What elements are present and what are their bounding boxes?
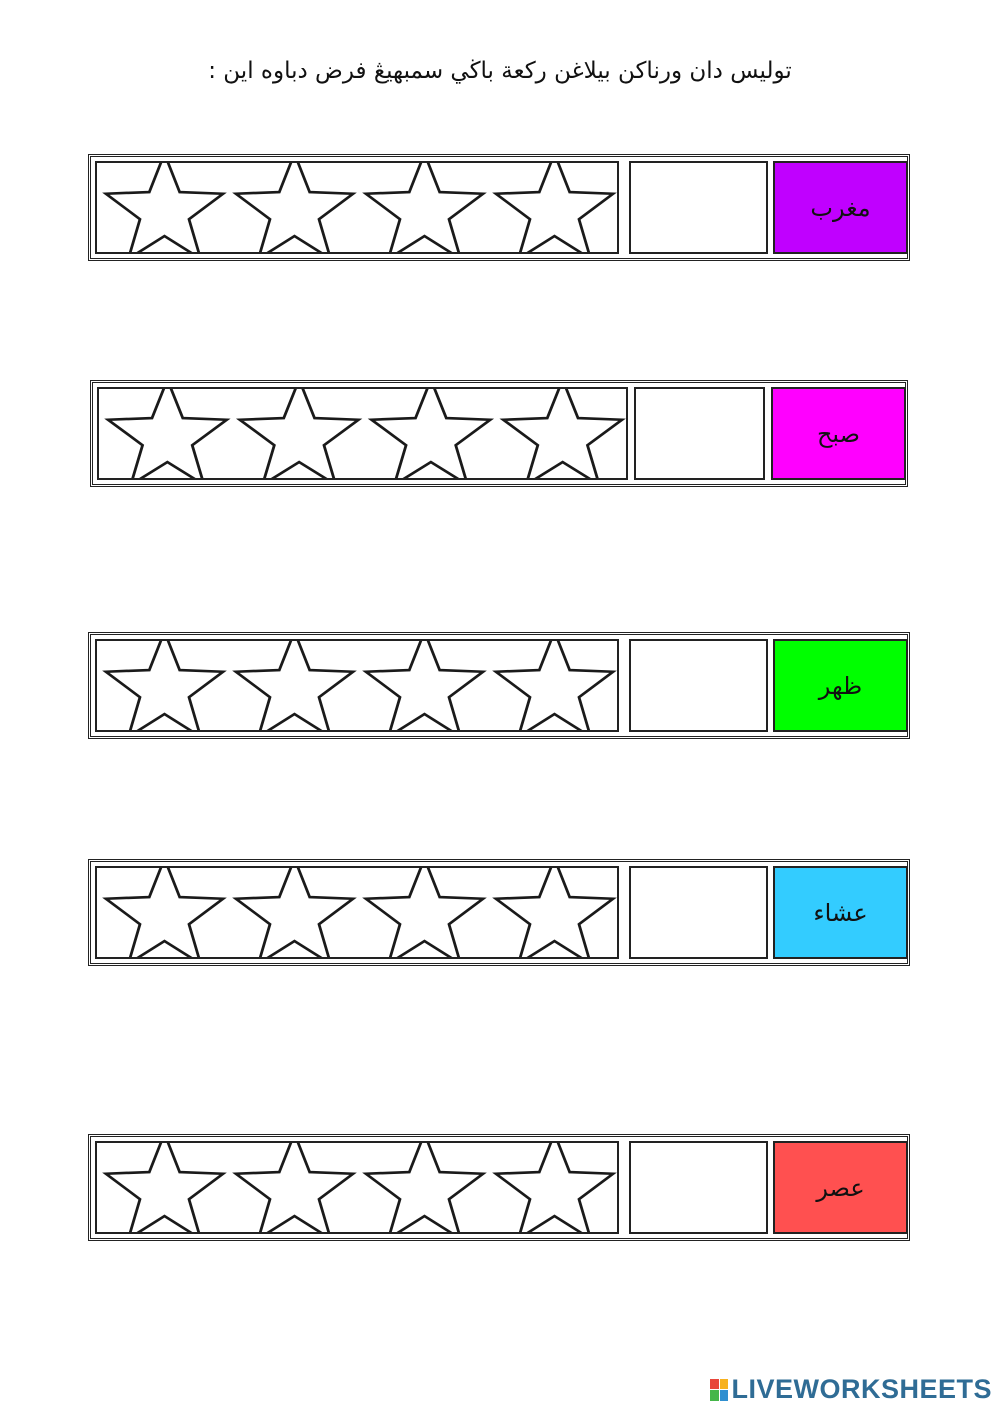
star-icon bbox=[492, 1143, 617, 1232]
stars-svg bbox=[102, 641, 617, 730]
answer-input[interactable] bbox=[631, 1143, 766, 1232]
star-cell bbox=[97, 387, 628, 480]
answer-box[interactable] bbox=[629, 866, 768, 959]
answer-box[interactable] bbox=[629, 639, 768, 732]
star-icon bbox=[232, 163, 357, 252]
prayer-name: عشاء bbox=[813, 898, 868, 927]
star-icon bbox=[235, 389, 363, 478]
instruction-text: توليس دان ورناكن بيلاغن ركعة باڬي سمبهيڠ… bbox=[208, 58, 792, 84]
star-cell bbox=[95, 161, 619, 254]
star-cell bbox=[95, 866, 619, 959]
prayer-row-asar: عصر bbox=[88, 1134, 910, 1241]
star-icon bbox=[362, 1143, 487, 1232]
prayer-row-maghrib: مغرب bbox=[88, 154, 910, 261]
stars-svg bbox=[102, 163, 617, 252]
star-icon bbox=[499, 389, 626, 478]
prayer-name: مغرب bbox=[810, 193, 871, 222]
logo-text: LIVEWORKSHEETS bbox=[731, 1374, 992, 1404]
star-icon bbox=[102, 1143, 227, 1232]
answer-input[interactable] bbox=[631, 868, 766, 957]
stars-svg bbox=[102, 868, 617, 957]
star-icon bbox=[362, 641, 487, 730]
star-icon bbox=[232, 1143, 357, 1232]
prayer-label-cell: عشاء bbox=[773, 866, 908, 959]
prayer-label-cell: ظهر bbox=[773, 639, 908, 732]
prayer-row-zohor: ظهر bbox=[88, 632, 910, 739]
star-icon bbox=[362, 163, 487, 252]
prayer-row-subuh: صبح bbox=[90, 380, 908, 487]
star-icon bbox=[102, 641, 227, 730]
prayer-name: عصر bbox=[816, 1173, 865, 1202]
star-icon bbox=[104, 389, 231, 478]
stars-svg bbox=[104, 389, 626, 478]
star-icon bbox=[367, 389, 495, 478]
stars-svg bbox=[102, 1143, 617, 1232]
prayer-name: ظهر bbox=[818, 671, 863, 700]
prayer-row-isyak: عشاء bbox=[88, 859, 910, 966]
answer-box[interactable] bbox=[629, 161, 768, 254]
logo-mark-icon bbox=[710, 1378, 729, 1401]
star-icon bbox=[102, 868, 227, 957]
prayer-name: صبح bbox=[816, 419, 861, 448]
answer-input[interactable] bbox=[631, 163, 766, 252]
star-icon bbox=[492, 641, 617, 730]
answer-input[interactable] bbox=[636, 389, 763, 478]
star-icon bbox=[362, 868, 487, 957]
answer-input[interactable] bbox=[631, 641, 766, 730]
prayer-label-cell: صبح bbox=[771, 387, 906, 480]
prayer-label-cell: عصر bbox=[773, 1141, 908, 1234]
star-icon bbox=[102, 163, 227, 252]
star-cell bbox=[95, 1141, 619, 1234]
star-cell bbox=[95, 639, 619, 732]
star-icon bbox=[232, 868, 357, 957]
answer-box[interactable] bbox=[629, 1141, 768, 1234]
answer-box[interactable] bbox=[634, 387, 765, 480]
star-icon bbox=[492, 163, 617, 252]
prayer-label-cell: مغرب bbox=[773, 161, 908, 254]
star-icon bbox=[492, 868, 617, 957]
liveworksheets-logo: LIVEWORKSHEETS bbox=[710, 1374, 992, 1405]
star-icon bbox=[232, 641, 357, 730]
